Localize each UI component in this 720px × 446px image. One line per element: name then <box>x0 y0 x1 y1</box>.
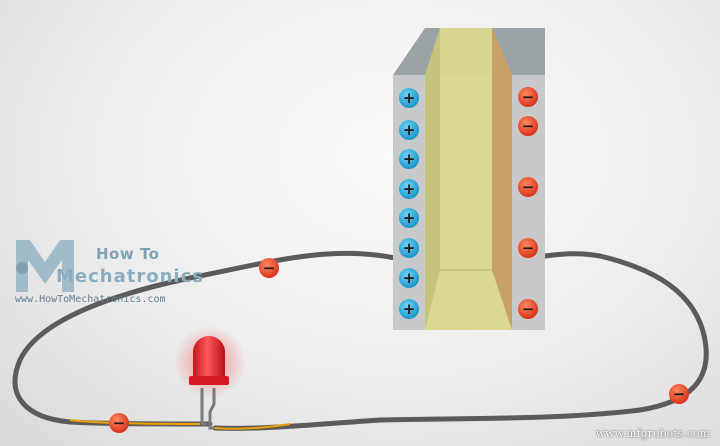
dielectric-shade-right <box>492 28 512 330</box>
positive-plate-charge: + <box>399 149 419 169</box>
lit-wire-right <box>214 423 291 430</box>
positive-plate-charge: + <box>399 120 419 140</box>
minus-charge-icon <box>518 116 538 136</box>
plus-charge-icon <box>399 179 419 199</box>
logo-url: www.HowToMechatronics.com <box>15 294 166 305</box>
plus-charge-icon <box>399 299 419 319</box>
wire-electron: − <box>259 258 279 278</box>
logo-title: How To <box>96 245 160 263</box>
logo-m-shape <box>16 240 74 292</box>
positive-plate-charge: + <box>399 268 419 288</box>
minus-charge-icon <box>518 238 538 258</box>
plus-charge-icon <box>399 88 419 108</box>
watermark: www.mfgrobots.com <box>595 427 710 440</box>
plus-sign: + <box>403 180 416 198</box>
logo-brand: Mechatronics <box>56 266 204 287</box>
minus-charge-icon <box>669 384 689 404</box>
positive-plate-charge: + <box>399 208 419 228</box>
minus-charge-icon <box>518 87 538 107</box>
positive-plate-charge: + <box>399 299 419 319</box>
minus-sign: − <box>522 300 535 318</box>
dielectric <box>425 28 512 330</box>
positive-plate-charge: + <box>399 238 419 258</box>
plus-charge-icon <box>399 149 419 169</box>
minus-charge-icon <box>109 413 129 433</box>
led-rim <box>189 376 229 385</box>
dielectric-shade-left <box>425 28 440 330</box>
minus-charge-icon <box>518 299 538 319</box>
negative-plate-charge: − <box>518 299 538 319</box>
plus-sign: + <box>403 150 416 168</box>
minus-sign: − <box>673 385 686 403</box>
plus-charge-icon <box>399 268 419 288</box>
led-lead-left <box>200 388 207 426</box>
led <box>174 326 246 430</box>
minus-sign: − <box>522 178 535 196</box>
positive-plate-charge: + <box>399 179 419 199</box>
positive-plate-charge: + <box>399 88 419 108</box>
minus-sign: − <box>263 259 276 277</box>
minus-sign: − <box>113 414 126 432</box>
minus-sign: − <box>522 239 535 257</box>
plus-sign: + <box>403 300 416 318</box>
negative-plate-charge: − <box>518 238 538 258</box>
mechatronics-logo-icon <box>16 240 74 292</box>
wire <box>12 250 709 431</box>
led-icon <box>193 336 225 378</box>
minus-charge-icon <box>259 258 279 278</box>
charges-group: + + + + + + + + − − − − − − − − <box>109 87 689 433</box>
negative-plate-charge: − <box>518 177 538 197</box>
negative-plate-charge: − <box>518 116 538 136</box>
plus-sign: + <box>403 269 416 287</box>
plus-sign: + <box>403 89 416 107</box>
right-wire <box>212 251 709 431</box>
led-lead-right <box>208 388 216 430</box>
logo-figure <box>16 262 28 274</box>
plus-sign: + <box>403 239 416 257</box>
lit-wire-left <box>69 419 201 425</box>
minus-charge-icon <box>518 177 538 197</box>
plus-charge-icon <box>399 120 419 140</box>
plus-sign: + <box>403 209 416 227</box>
wire-electron: − <box>109 413 129 433</box>
plus-charge-icon <box>399 238 419 258</box>
wire-electron: − <box>669 384 689 404</box>
plus-charge-icon <box>399 208 419 228</box>
negative-plate-charge: − <box>518 87 538 107</box>
minus-sign: − <box>522 88 535 106</box>
minus-sign: − <box>522 117 535 135</box>
plus-sign: + <box>403 121 416 139</box>
capacitor <box>393 28 545 330</box>
